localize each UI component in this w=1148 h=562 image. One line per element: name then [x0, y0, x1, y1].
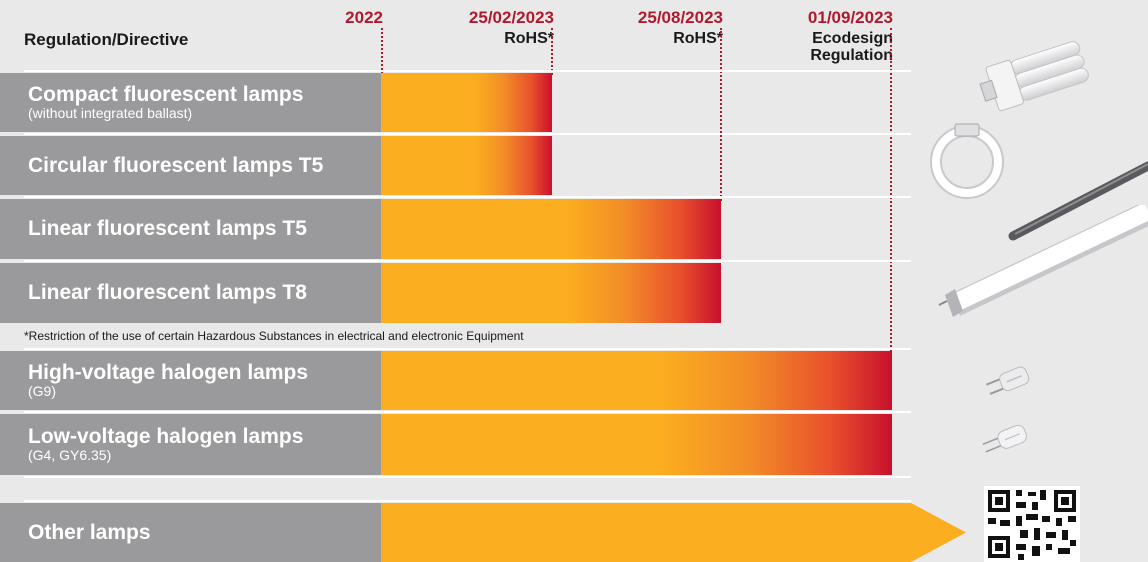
row-label-linear-t5: Linear fluorescent lamps T5: [0, 199, 381, 259]
row-label-low-voltage-halogen: Low-voltage halogen lamps (G4, GY6.35): [0, 414, 381, 475]
row-separator: [24, 70, 911, 72]
row-label-circular-t5: Circular fluorescent lamps T5: [0, 136, 381, 195]
row-separator: [24, 411, 911, 413]
row-subtitle: (G4, GY6.35): [28, 447, 112, 463]
qr-code-icon: [984, 486, 1080, 562]
linear-tube-icon: [938, 205, 1148, 317]
row-separator: [24, 500, 911, 502]
row-title: Low-voltage halogen lamps: [28, 425, 304, 448]
compact-lamp-icon: [979, 41, 1089, 112]
row-title: Linear fluorescent lamps T8: [28, 281, 307, 304]
milestone-date-2022: 2022: [345, 8, 383, 27]
row-label-other-lamps: Other lamps: [0, 503, 381, 562]
circular-lamp-icon: [930, 123, 1004, 199]
row-subtitle: (G9): [28, 383, 56, 399]
linear-tube-icon: [1008, 161, 1148, 241]
row-title: High-voltage halogen lamps: [28, 361, 309, 384]
row-separator: [24, 133, 911, 135]
bar-low-voltage-halogen: [381, 414, 892, 475]
milestone-date-rohs2: 25/08/2023: [637, 8, 723, 27]
row-title: Circular fluorescent lamps T5: [28, 153, 324, 177]
milestone-line-rohs1: [551, 28, 553, 75]
bar-high-voltage-halogen: [381, 351, 892, 410]
header-label: Regulation/Directive: [24, 30, 189, 49]
arrow-other-lamps: [381, 503, 966, 562]
row-subtitle: (without integrated ballast): [28, 105, 193, 121]
row-separator: [24, 260, 911, 262]
halogen-capsule-icon: [982, 424, 1027, 453]
row-separator: [24, 476, 911, 478]
bar-circular-t5: [381, 136, 552, 195]
milestone-sub-rohs2: RoHS*: [673, 30, 723, 47]
row-title: Compact fluorescent lamps: [28, 83, 304, 106]
milestone-sub-rohs1: RoHS*: [504, 30, 554, 47]
bar-linear-t8: [381, 263, 721, 323]
milestone-date-ecodesign: 01/09/2023: [807, 8, 893, 27]
milestone-date-rohs1: 25/02/2023: [468, 8, 554, 27]
milestone-line-2022: [381, 28, 383, 74]
halogen-capsule-icon: [985, 366, 1030, 395]
row-label-compact-fluorescent: Compact fluorescent lamps (without integ…: [0, 73, 381, 132]
milestone-line-ecodesign: [890, 28, 892, 355]
bar-linear-t5: [381, 199, 721, 259]
bar-compact-fluorescent: [381, 73, 552, 132]
row-label-high-voltage-halogen: High-voltage halogen lamps (G9): [0, 351, 381, 410]
row-separator: [24, 348, 911, 350]
row-label-linear-t8: Linear fluorescent lamps T8: [0, 263, 381, 323]
row-title: Other lamps: [28, 520, 151, 544]
milestone-line-rohs2: [720, 28, 722, 201]
row-title: Linear fluorescent lamps T5: [28, 217, 307, 240]
row-separator: [24, 196, 911, 198]
milestone-sub-ecodesign-2: Regulation: [810, 47, 893, 64]
milestone-sub-ecodesign-1: Ecodesign: [812, 30, 893, 47]
footnote: *Restriction of the use of certain Hazar…: [24, 329, 524, 343]
